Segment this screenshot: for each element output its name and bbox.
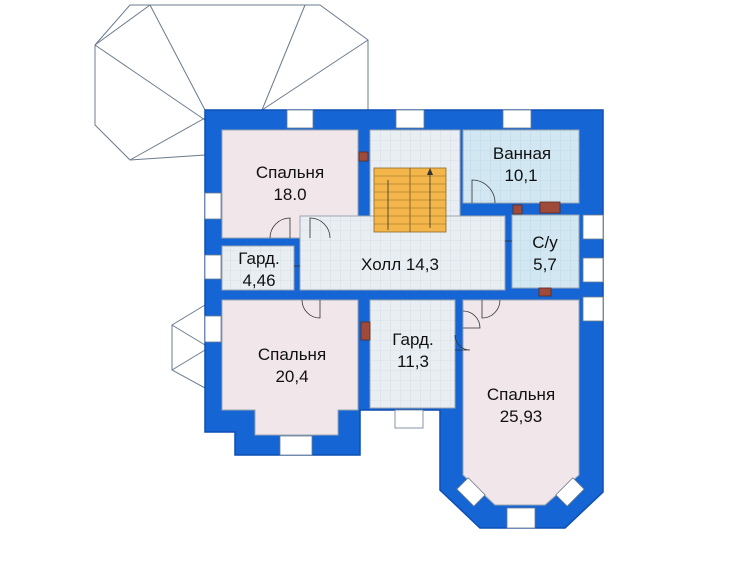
bathroom-room — [462, 129, 580, 204]
staircase — [373, 167, 447, 233]
bedroom-sw-area: 20,4 — [275, 367, 308, 386]
wc-name: С/у — [532, 233, 558, 252]
wardrobe-small-name: Гард. — [238, 249, 279, 268]
bedroom-nw-name: Спальня — [256, 163, 324, 182]
bedroom-sw-room — [221, 299, 359, 436]
bedroom-se-name: Спальня — [487, 385, 555, 404]
hall-label: Холл 14,3 — [361, 255, 439, 274]
wardrobe-large-room — [369, 299, 456, 409]
windows — [204, 109, 604, 529]
wardrobe-large-area: 11,3 — [397, 352, 429, 371]
wardrobe-small-area: 4,46 — [242, 271, 275, 290]
bedroom-nw-area: 18.0 — [273, 185, 306, 204]
door-swings — [269, 179, 512, 351]
wardrobe-small-room — [221, 245, 295, 291]
bedroom-se-room — [462, 299, 580, 506]
wardrobe-large-name: Гард. — [392, 330, 433, 349]
vent-shafts — [358, 151, 561, 341]
bedroom-sw-name: Спальня — [258, 345, 326, 364]
wc-area: 5,7 — [533, 255, 557, 274]
roof-outline-west — [171, 304, 206, 389]
bathroom-area: 10,1 — [504, 166, 537, 185]
bedroom-se-area: 25,93 — [500, 407, 543, 426]
bathroom-name: Ванная — [493, 144, 551, 163]
wc-room — [511, 214, 580, 289]
roof-outline — [94, 4, 369, 161]
hall-room-fill — [301, 238, 459, 289]
